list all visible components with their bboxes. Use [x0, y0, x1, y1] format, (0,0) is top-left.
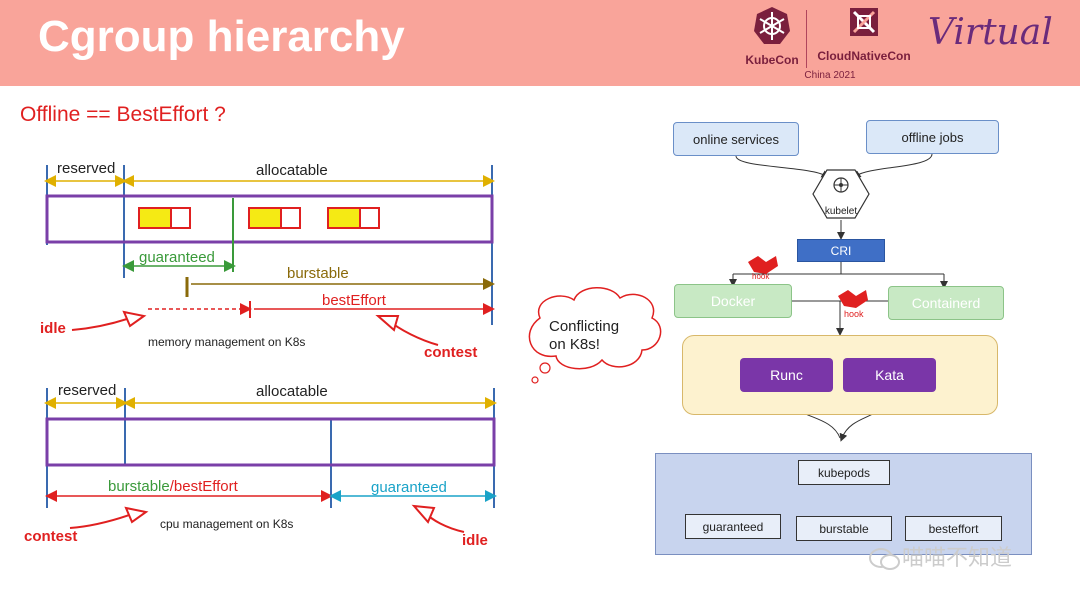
handshake-icon	[838, 290, 868, 308]
cpu-caption: cpu management on K8s	[160, 517, 294, 531]
watermark-text: 喵喵不知道	[902, 545, 1013, 570]
docker-box: Docker	[674, 284, 792, 318]
cpu-burstable-besteffort-label: burstable/bestEffort	[108, 478, 238, 495]
logo-year: China 2021	[804, 70, 856, 81]
hook-label-1: hook	[752, 272, 770, 281]
burstable-pod-box: burstable	[796, 516, 892, 541]
cpu-reserved-label: reserved	[58, 382, 117, 399]
cloud-line-1: Conflicting	[549, 318, 620, 335]
kubepods-box: kubepods	[798, 460, 890, 485]
virtual-badge: Virtual	[928, 12, 1053, 53]
mem-reserved-label: reserved	[57, 160, 116, 177]
kata-box: Kata	[843, 358, 936, 392]
cri-box: CRI	[797, 239, 885, 262]
cpu-contest-label: contest	[24, 528, 78, 545]
wechat-icon	[869, 548, 900, 571]
runc-box: Runc	[740, 358, 833, 392]
mem-besteffort-label: bestEffort	[322, 292, 386, 309]
cpu-slash-text: /	[169, 478, 174, 495]
logo-separator	[806, 10, 807, 68]
cloud-line-2: on K8s!	[549, 336, 600, 353]
slide-title: Cgroup hierarchy	[38, 12, 405, 61]
guaranteed-pod-box: guaranteed	[685, 514, 781, 539]
watermark: 喵喵不知道	[868, 540, 1012, 572]
kubernetes-wheel-icon	[754, 7, 790, 44]
kubelet-icon	[833, 177, 849, 193]
mem-allocatable-label: allocatable	[256, 162, 328, 179]
besteffort-pod-box: besteffort	[905, 516, 1002, 541]
cloudnativecon-logo: CloudNativeCon	[812, 4, 916, 63]
kubecon-text: KubeCon	[745, 53, 799, 67]
online-services-box: online services	[673, 122, 799, 156]
cpu-guaranteed-label: guaranteed	[371, 479, 447, 496]
hook-label-2: hook	[844, 309, 864, 319]
cpu-idle-label: idle	[462, 532, 488, 549]
section-subtitle: Offline == BestEffort ?	[20, 103, 226, 126]
header-banner: Cgroup hierarchy KubeCon CloudNativeCon …	[0, 0, 1080, 86]
cloudnativecon-text: CloudNativeCon	[817, 49, 911, 63]
handshake-icon	[748, 256, 778, 274]
kubelet-label: kubelet	[824, 205, 858, 217]
cpu-besteffort-text: bestEffort	[173, 478, 238, 495]
mem-caption: memory management on K8s	[148, 335, 306, 349]
mem-burstable-label: burstable	[287, 265, 349, 282]
cloud-text: Conflicting on K8s!	[549, 318, 619, 354]
kubecon-logo: KubeCon	[742, 4, 802, 67]
offline-jobs-box: offline jobs	[866, 120, 999, 154]
kubelet-logo-box	[813, 177, 869, 193]
cpu-burstable-text: burstable	[108, 478, 170, 495]
cloudnativecon-icon	[850, 8, 878, 36]
containerd-box: Containerd	[888, 286, 1004, 320]
mem-idle-label: idle	[40, 320, 66, 337]
mem-contest-label: contest	[424, 344, 478, 361]
cpu-allocatable-label: allocatable	[256, 383, 328, 400]
mem-guaranteed-label: guaranteed	[139, 249, 215, 266]
runtime-container	[682, 335, 998, 415]
